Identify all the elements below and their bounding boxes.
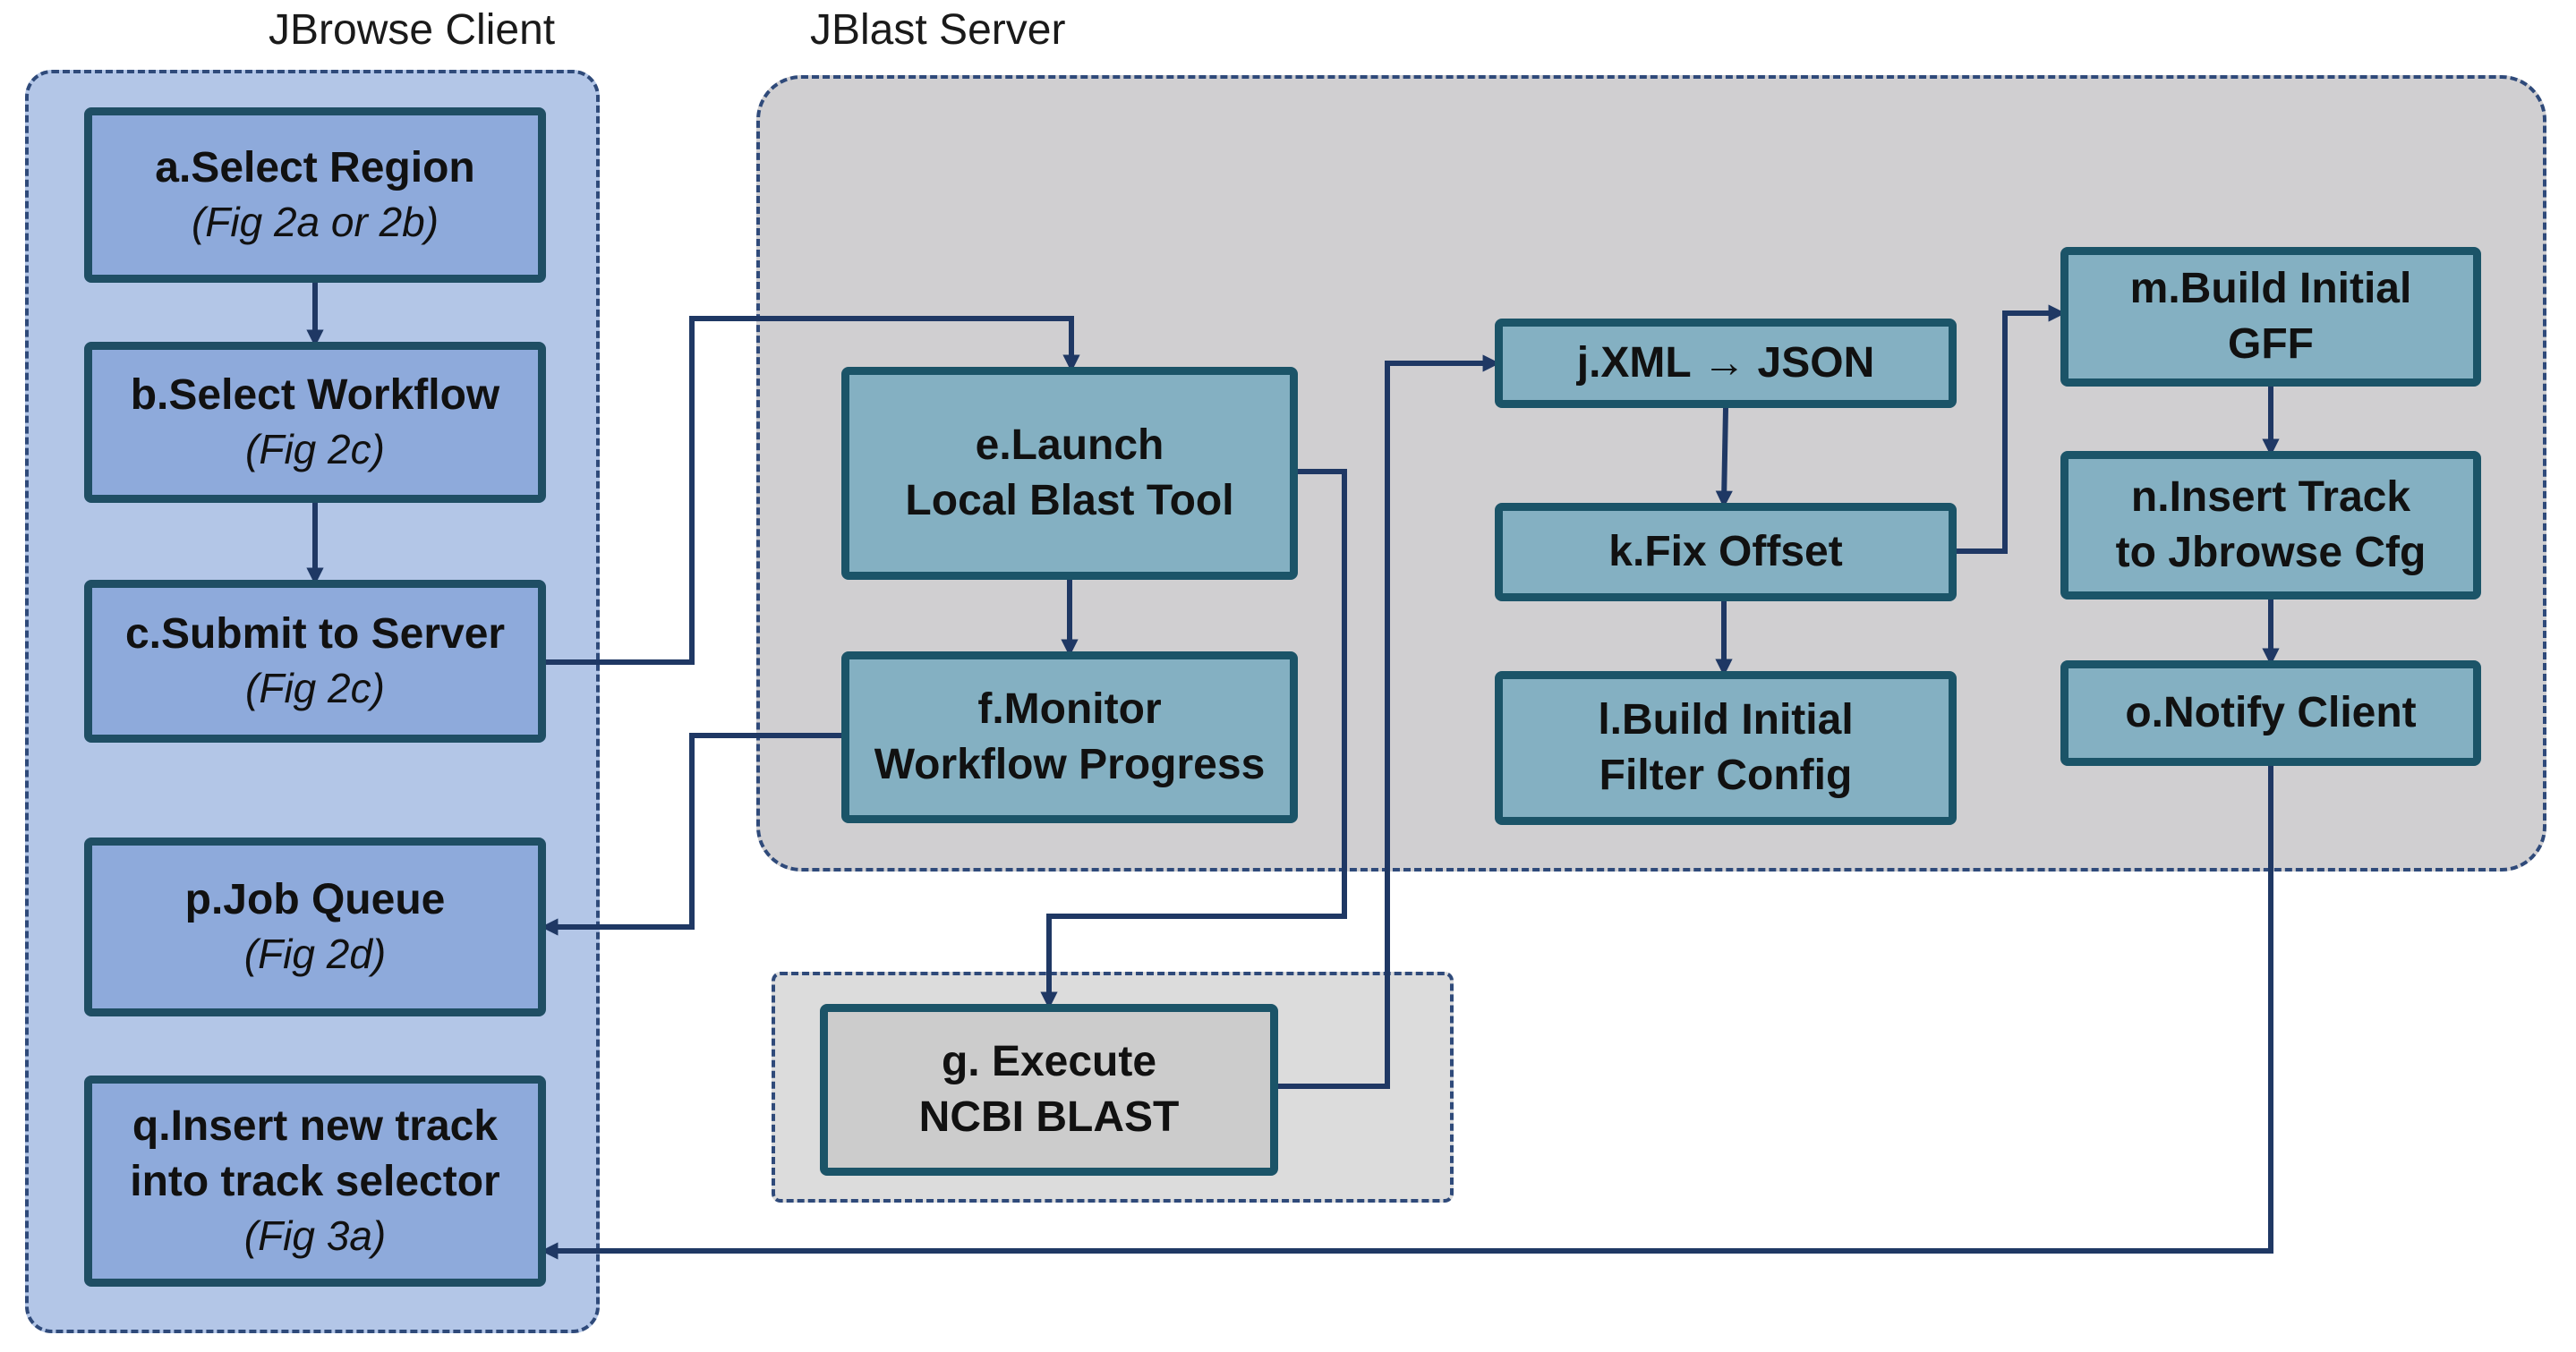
edge-e-to-g [1040,469,1347,1009]
edge-o-to-q [541,766,2273,1260]
node-figure-ref: (Fig 2c) [245,426,385,473]
node-title-line: m.Build Initial [2129,264,2412,312]
node-title-line: to Jbrowse Cfg [2115,529,2427,576]
node-title-line: b.Select Workflow [130,370,500,419]
node-title-line: f.Monitor [977,685,1162,733]
node-title-line: a.Select Region [155,143,475,191]
node-figure-ref: (Fig 3a) [243,1212,387,1260]
node-select-workflow: b.Select Workflow (Fig 2c) [84,342,546,503]
node-select-region: a.Select Region (Fig 2a or 2b) [84,107,546,283]
node-notify-client: o.Notify Client [2060,660,2481,766]
node-title-line: GFF [2228,320,2314,368]
node-insert-new-track: q.Insert new track into track selector (Fi… [84,1076,546,1287]
node-submit-to-server: c.Submit to Server (Fig 2c) [84,580,546,743]
node-title-line: Local Blast Tool [905,477,1234,524]
node-title-line: o.Notify Client [2125,688,2417,736]
node-figure-ref: (Fig 2a or 2b) [191,199,439,246]
node-title-line: n.Insert Track [2130,472,2411,521]
node-title-line: q.Insert new track [132,1101,499,1150]
node-title-line: l.Build Initial [1598,695,1854,744]
node-figure-ref: (Fig 2d) [243,931,387,978]
node-title-line: Workflow Progress [874,741,1266,788]
node-title-line: NCBI BLAST [918,1093,1180,1141]
node-figure-ref: (Fig 2c) [245,665,385,712]
node-title-line: e.Launch [975,421,1164,469]
node-job-queue: p.Job Queue (Fig 2d) [84,838,546,1016]
node-title-line: g. Execute [941,1037,1157,1085]
edge-c-to-e [546,316,1080,665]
node-fix-offset: k.Fix Offset [1495,503,1957,601]
edge-f-to-p [541,733,841,936]
group-label-server: JBlast Server [810,6,1066,54]
node-title-line: Filter Config [1599,752,1853,799]
edge-j-to-k [1715,407,1733,508]
node-title-line: p.Job Queue [184,875,446,923]
group-label-client: JBrowse Client [269,6,556,54]
edge-g-to-j [1278,354,1500,1089]
node-title-line: k.Fix Offset [1608,527,1843,575]
node-title-line: j.XML → JSON [1576,338,1875,387]
node-insert-track-cfg: n.Insert Track to Jbrowse Cfg [2060,451,2481,599]
node-xml-to-json: j.XML → JSON [1495,319,1957,408]
edge-k-to-m [1957,304,2066,554]
node-title-line: into track selector [130,1158,500,1206]
node-title-line: c.Submit to Server [124,609,506,658]
